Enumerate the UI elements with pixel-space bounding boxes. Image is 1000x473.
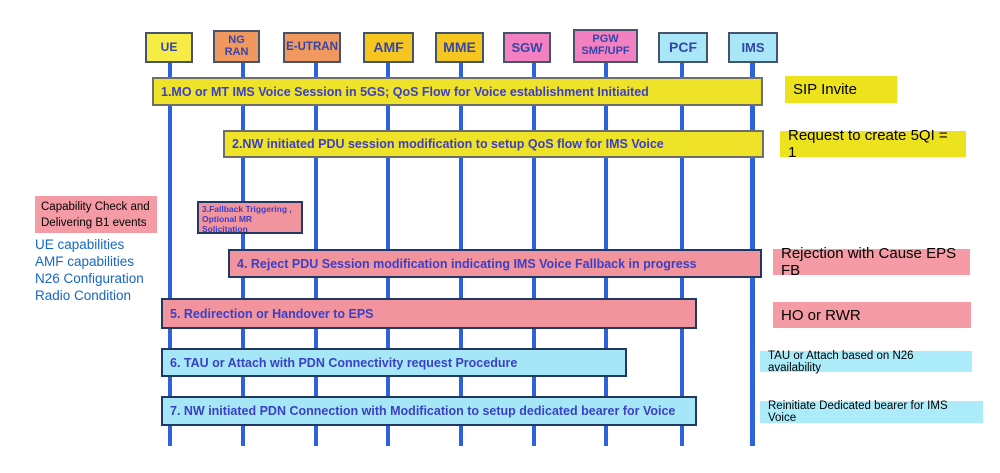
capability-factors-list: UE capabilities AMF capabilities N26 Con… <box>35 236 144 304</box>
entity-ng-ran: NG RAN <box>213 30 260 63</box>
step-6-bar: 6. TAU or Attach with PDN Connectivity r… <box>161 348 627 377</box>
step-1-label: 1.MO or MT IMS Voice Session in 5GS; QoS… <box>161 84 649 99</box>
entity-ims: IMS <box>728 32 778 63</box>
capability-check-note: Capability Check and Delivering B1 event… <box>35 196 157 233</box>
step-2-label: 2.NW initiated PDU session modification … <box>232 137 664 151</box>
entity-pgw-smf-upf: PGW SMF/UPF <box>573 29 638 63</box>
step-2-bar: 2.NW initiated PDU session modification … <box>223 130 764 158</box>
step-7-label: 7. NW initiated PDN Connection with Modi… <box>170 404 676 418</box>
side-label-ho-rwr: HO or RWR <box>773 302 971 328</box>
side-label-reinitiate-bearer: Reinitiate Dedicated bearer for IMS Voic… <box>760 400 983 424</box>
side-label-request-5qi: Request to create 5QI = 1 <box>780 127 966 161</box>
step-1-bar: 1.MO or MT IMS Voice Session in 5GS; QoS… <box>152 77 763 106</box>
lifeline-ue <box>168 60 172 446</box>
side-label-sip-invite: SIP Invite <box>785 76 897 103</box>
list-item-n26-configuration: N26 Configuration <box>35 271 144 286</box>
list-item-amf-capabilities: AMF capabilities <box>35 254 135 269</box>
entity-e-utran: E-UTRAN <box>283 32 341 63</box>
step-5-bar: 5. Redirection or Handover to EPS <box>161 298 697 329</box>
step-4-bar: 4. Reject PDU Session modification indic… <box>228 249 762 278</box>
side-label-tau-attach-n26: TAU or Attach based on N26 availability <box>760 350 972 374</box>
entity-pcf: PCF <box>658 32 708 63</box>
step-6-label: 6. TAU or Attach with PDN Connectivity r… <box>170 355 518 370</box>
list-item-radio-condition: Radio Condition <box>35 288 132 303</box>
side-label-rejection-eps-fb: Rejection with Cause EPS FB <box>773 245 970 279</box>
entity-amf: AMF <box>363 32 414 63</box>
step-3-note-box: 3.Fallback Triggering , Optional MR Soli… <box>197 201 303 234</box>
step-4-label: 4. Reject PDU Session modification indic… <box>237 256 697 271</box>
entity-sgw: SGW <box>503 32 551 63</box>
list-item-ue-capabilities: UE capabilities <box>35 237 125 252</box>
entity-mme: MME <box>435 32 484 63</box>
entity-ue: UE <box>145 32 193 63</box>
step-5-label: 5. Redirection or Handover to EPS <box>170 306 374 321</box>
step-7-bar: 7. NW initiated PDN Connection with Modi… <box>161 396 697 426</box>
